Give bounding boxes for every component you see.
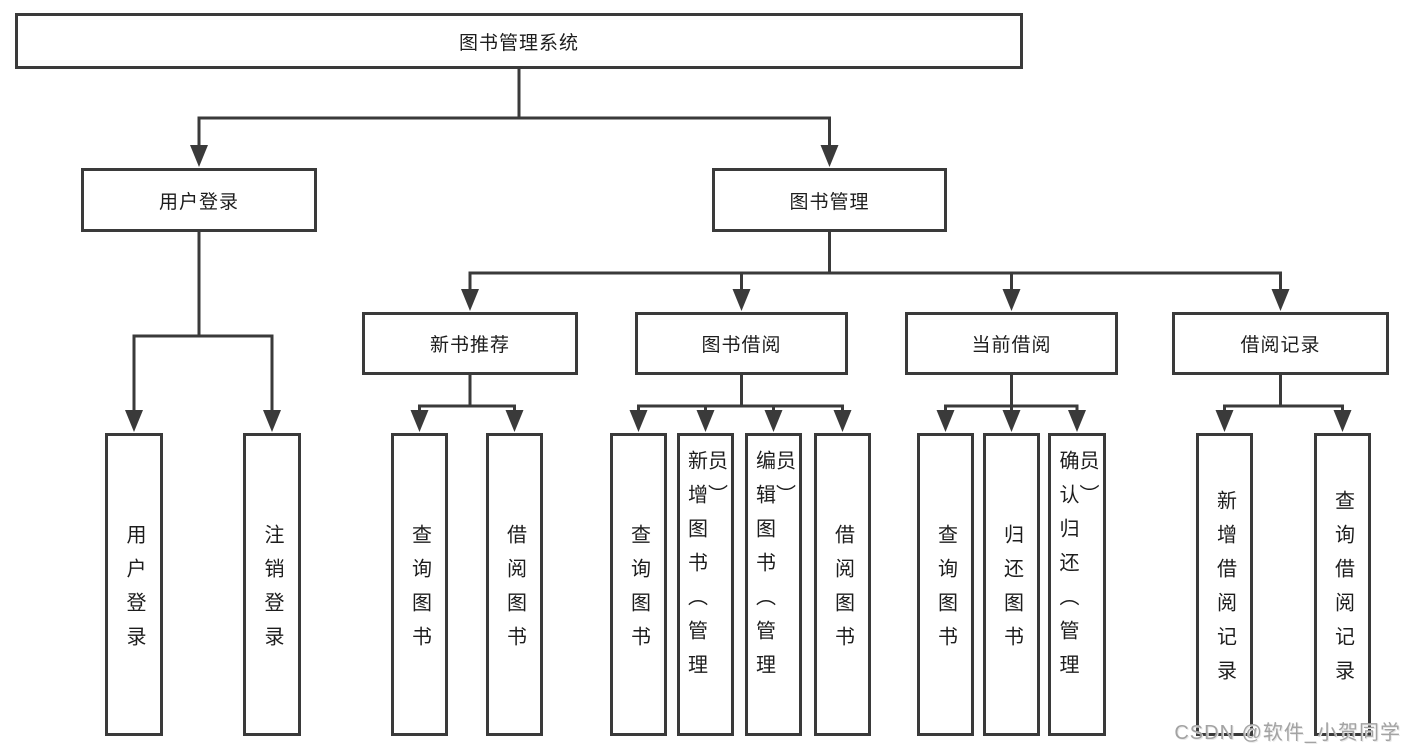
arrow-down-icon [263, 410, 281, 432]
node-leaf-add-borrow-record: 新增借阅记录 [1196, 433, 1253, 736]
arrow-down-icon [410, 410, 429, 432]
arrow-down-icon [1333, 410, 1352, 432]
arrow-down-icon [820, 145, 839, 167]
connector-new-book-recommendation-to-leaves [410, 373, 524, 432]
node-current-borrowing: 当前借阅 [905, 312, 1118, 375]
arrow-down-icon [505, 410, 524, 432]
node-leaf-borrow-books-borrow: 借阅图书 [814, 433, 871, 736]
arrow-down-icon [1068, 410, 1086, 432]
csdn-watermark: CSDN @软件_小贺同学 [1174, 722, 1401, 744]
arrow-down-icon [1215, 410, 1234, 432]
node-leaf-add-book-admin: 新增图书（管理员） [677, 433, 734, 736]
arrow-down-icon [1271, 289, 1290, 311]
node-user-login: 用户登录 [81, 168, 317, 232]
node-book-management: 图书管理 [712, 168, 947, 232]
node-leaf-edit-book-admin: 编辑图书（管理员） [745, 433, 802, 736]
arrow-down-icon [1002, 289, 1021, 311]
arrow-down-icon [936, 410, 955, 432]
node-leaf-user-login: 用户登录 [105, 433, 163, 736]
node-leaf-confirm-return-admin: 确认归还（管理员） [1048, 433, 1106, 736]
node-new-book-recommendation: 新书推荐 [362, 312, 578, 375]
arrow-down-icon [732, 289, 751, 311]
node-borrowing-records: 借阅记录 [1172, 312, 1389, 375]
connector-book-management-to-level3 [461, 230, 1290, 311]
arrow-down-icon [125, 410, 143, 432]
node-leaf-return-book: 归还图书 [983, 433, 1040, 736]
node-leaf-query-books-borrow: 查询图书 [610, 433, 667, 736]
arrow-down-icon [461, 289, 479, 311]
node-root: 图书管理系统 [15, 13, 1023, 69]
node-leaf-query-borrow-record: 查询借阅记录 [1314, 433, 1371, 736]
node-leaf-query-books-recommend: 查询图书 [391, 433, 448, 736]
node-book-borrowing: 图书借阅 [635, 312, 848, 375]
node-leaf-logout: 注销登录 [243, 433, 301, 736]
node-leaf-borrow-books-recommend: 借阅图书 [486, 433, 543, 736]
arrow-down-icon [629, 410, 648, 432]
connector-current-borrowing-to-leaves [936, 373, 1086, 432]
arrow-down-icon [1002, 410, 1021, 432]
arrow-down-icon [696, 410, 715, 432]
connector-borrowing-records-to-leaves [1215, 373, 1352, 432]
connector-root-to-level2 [190, 67, 839, 167]
connector-user-login-to-leaves [125, 230, 281, 432]
arrow-down-icon [190, 145, 208, 167]
arrow-down-icon [833, 410, 852, 432]
node-leaf-query-books-current: 查询图书 [917, 433, 974, 736]
arrow-down-icon [764, 410, 783, 432]
connector-book-borrowing-to-leaves [629, 373, 852, 432]
